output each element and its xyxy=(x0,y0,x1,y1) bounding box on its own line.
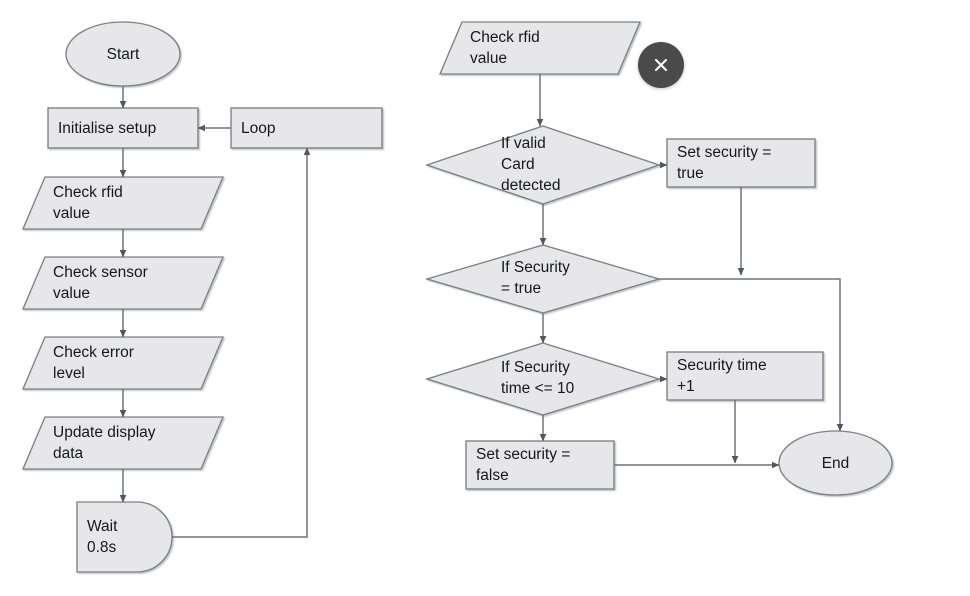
node-if-sec-time xyxy=(424,342,662,416)
node-set-sec-true xyxy=(666,138,816,188)
node-check-error xyxy=(21,336,225,390)
node-init xyxy=(47,107,199,149)
node-update-display xyxy=(21,416,225,470)
node-end xyxy=(778,430,893,496)
node-sec-time-plus xyxy=(666,351,824,401)
node-if-sec-true xyxy=(424,244,662,314)
close-x-glyph xyxy=(654,58,668,72)
node-if-valid-card xyxy=(424,125,662,205)
node-wait xyxy=(76,501,173,573)
node-start xyxy=(65,21,181,87)
connector-wait-to-loop xyxy=(172,147,311,538)
close-icon[interactable] xyxy=(638,42,684,88)
node-loop xyxy=(230,107,383,149)
node-set-sec-false xyxy=(465,440,615,490)
node-check-rfid-l xyxy=(21,176,225,230)
connector-if-sec-true-to-end xyxy=(659,278,844,432)
node-check-rfid-r xyxy=(438,21,642,75)
node-check-sensor xyxy=(21,256,225,310)
